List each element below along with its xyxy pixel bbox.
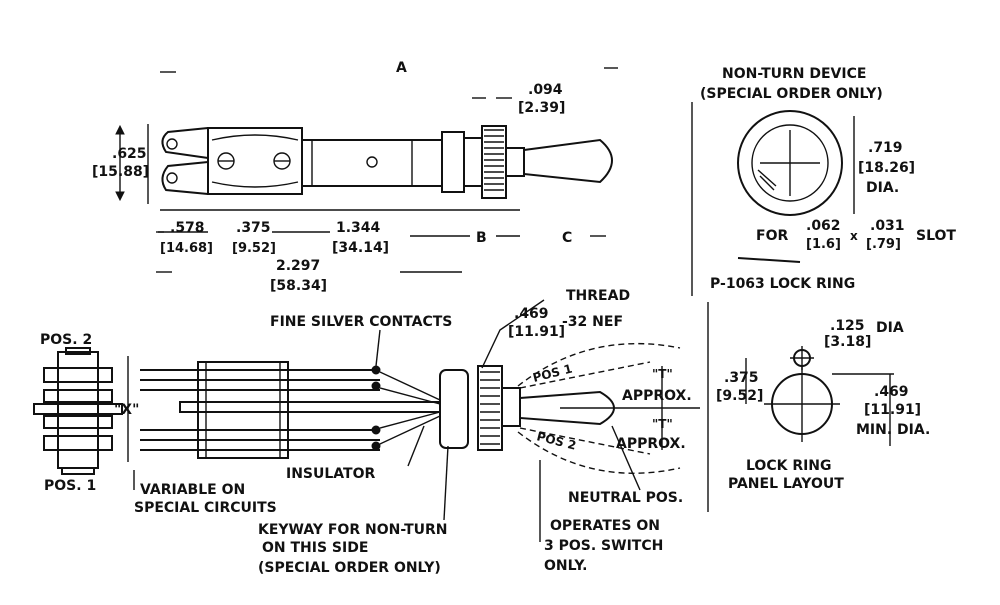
dim-2297-mm: [58.34] [270, 278, 327, 294]
t-lower: "T" [652, 417, 673, 431]
slot-for: FOR [756, 228, 788, 244]
panel-title-1: LOCK RING [746, 458, 832, 474]
non-turn-device [691, 102, 855, 296]
operates-line1: OPERATES ON [550, 518, 660, 534]
dim-719-dia: DIA. [866, 180, 899, 196]
pos2-label: POS. 2 [40, 332, 92, 348]
dim-719-mm: [18.26] [858, 160, 915, 176]
min-dia-label: MIN. DIA. [856, 422, 930, 438]
keyway-line3: (SPECIAL ORDER ONLY) [258, 560, 441, 576]
thread-469-mm: [11.91] [508, 324, 565, 340]
lock-ring-label: P-1063 LOCK RING [710, 276, 855, 292]
dim-375-panel: .375 [724, 370, 759, 386]
approx-lower: APPROX. [616, 436, 686, 452]
dim-578-mm: [14.68] [160, 241, 213, 256]
dim-375-top-mm: [9.52] [232, 241, 276, 256]
panel-layout [707, 302, 894, 512]
panel-title-2: PANEL LAYOUT [728, 476, 844, 492]
dim-c: C [562, 230, 572, 246]
variable-line1: VARIABLE ON [140, 482, 245, 498]
pos1-label: POS. 1 [44, 478, 96, 494]
dim-125-dia: DIA [876, 320, 904, 336]
non-turn-title-1: NON-TURN DEVICE [722, 66, 866, 82]
insulator-label: INSULATOR [286, 466, 375, 482]
dim-125: .125 [830, 318, 865, 334]
dim-469-panel: .469 [874, 384, 909, 400]
thread-469: .469 [514, 306, 549, 322]
thread-label: THREAD [566, 288, 630, 304]
slot-times: x [850, 229, 858, 243]
operates-line3: ONLY. [544, 558, 588, 574]
dim-625-mm: [15.88] [92, 164, 149, 180]
thread-nef: -32 NEF [562, 314, 623, 330]
slot-062: .062 [806, 218, 841, 234]
dim-375-panel-mm: [9.52] [716, 388, 763, 404]
dim-2297: 2.297 [276, 258, 320, 274]
fine-silver-label: FINE SILVER CONTACTS [270, 314, 452, 330]
dim-625: .625 [112, 146, 147, 162]
slot-label: SLOT [916, 228, 956, 244]
top-view-switch [115, 67, 618, 273]
slot-062-mm: [1.6] [806, 237, 841, 252]
dim-094-mm: [2.39] [518, 100, 565, 116]
dim-a: A [396, 60, 407, 76]
dim-1344-mm: [34.14] [332, 240, 389, 256]
operates-line2: 3 POS. SWITCH [544, 538, 663, 554]
pos2-arc-label: POS 2 [535, 429, 577, 452]
x-dim-label: "X" [114, 402, 139, 418]
dim-094: .094 [528, 82, 563, 98]
dim-125-mm: [3.18] [824, 334, 871, 350]
keyway-line1: KEYWAY FOR NON-TURN [258, 522, 448, 538]
side-view-switch [33, 299, 700, 542]
dim-375-top: .375 [236, 220, 271, 236]
t-upper: "T" [652, 367, 673, 381]
dim-469-panel-mm: [11.91] [864, 402, 921, 418]
dim-1344: 1.344 [336, 220, 381, 236]
keyway-line2: ON THIS SIDE [262, 540, 368, 556]
approx-upper: APPROX. [622, 388, 692, 404]
slot-031-mm: [.79] [866, 237, 901, 252]
dim-b: B [476, 230, 487, 246]
neutral-label: NEUTRAL POS. [568, 490, 683, 506]
dim-719: .719 [868, 140, 903, 156]
dim-578: .578 [170, 220, 205, 236]
non-turn-title-2: (SPECIAL ORDER ONLY) [700, 86, 883, 102]
slot-031: .031 [870, 218, 905, 234]
variable-line2: SPECIAL CIRCUITS [134, 500, 277, 516]
